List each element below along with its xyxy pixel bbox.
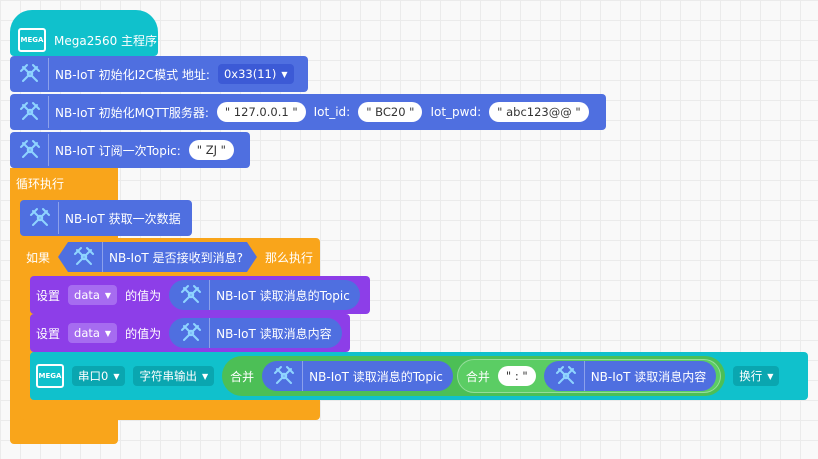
iot-pwd-label: Iot_pwd: bbox=[430, 105, 482, 119]
chevron-down-icon: ▼ bbox=[104, 290, 112, 300]
variable-dropdown[interactable]: data ▼ bbox=[68, 323, 118, 343]
chevron-down-icon: ▼ bbox=[281, 69, 288, 79]
mega-icon-text: MEGA bbox=[38, 372, 62, 380]
nbiot-init-mqtt-block[interactable]: NB-IoT 初始化MQTT服务器: " 127.0.0.1 " Iot_id:… bbox=[10, 94, 606, 130]
text-join-inner[interactable]: 合并 " : " NB-IoT 读取消息内容 bbox=[456, 359, 722, 393]
loop-label: 循环执行 bbox=[16, 176, 65, 191]
mqtt-server-input[interactable]: " 127.0.0.1 " bbox=[216, 102, 306, 122]
newline-dropdown[interactable]: 换行 ▼ bbox=[733, 366, 780, 386]
read-topic-label: NB-IoT 读取消息的Topic bbox=[216, 288, 350, 303]
newline-value: 换行 bbox=[739, 369, 763, 383]
text-join-outer[interactable]: 合并 NB-IoT 读取消息的Topic 合并 " : " NB-IoT 读取消… bbox=[222, 356, 726, 396]
read-topic-reporter[interactable]: NB-IoT 读取消息的Topic bbox=[169, 280, 360, 310]
variable-name: data bbox=[74, 288, 100, 302]
serial-port-dropdown[interactable]: 串口0 ▼ bbox=[72, 366, 126, 386]
iot-id-input[interactable]: " BC20 " bbox=[358, 102, 423, 122]
output-mode-dropdown[interactable]: 字符串输出 ▼ bbox=[133, 366, 215, 386]
read-content-label: NB-IoT 读取消息内容 bbox=[590, 369, 707, 384]
mega-icon-text: MEGA bbox=[20, 36, 44, 44]
condition-reporter[interactable]: NB-IoT 是否接收到消息? bbox=[58, 242, 257, 272]
nbiot-icon bbox=[28, 206, 52, 230]
nbiot-fetch-block[interactable]: NB-IoT 获取一次数据 bbox=[20, 200, 192, 236]
mega-board-icon: MEGA bbox=[18, 28, 46, 52]
nbiot-icon bbox=[272, 364, 296, 388]
nbiot-icon bbox=[554, 364, 578, 388]
subscribe-label: NB-IoT 订阅一次Topic: bbox=[55, 143, 181, 158]
iot-pwd-input[interactable]: " abc123@@ " bbox=[489, 102, 589, 122]
nbiot-init-i2c-block[interactable]: NB-IoT 初始化I2C模式 地址: 0x33(11) ▼ bbox=[10, 56, 308, 92]
nbiot-icon bbox=[179, 321, 203, 345]
set-label: 设置 bbox=[36, 288, 61, 303]
read-topic-reporter[interactable]: NB-IoT 读取消息的Topic bbox=[262, 361, 453, 391]
nbiot-icon bbox=[179, 283, 203, 307]
separator-input[interactable]: " : " bbox=[497, 366, 536, 386]
fetch-label: NB-IoT 获取一次数据 bbox=[65, 211, 181, 226]
topic-input[interactable]: " ZJ " bbox=[188, 140, 234, 160]
condition-label: NB-IoT 是否接收到消息? bbox=[109, 250, 243, 265]
variable-name: data bbox=[74, 326, 100, 340]
main-hat-block[interactable]: MEGA Mega2560 主程序 bbox=[10, 10, 158, 56]
init-mqtt-label: NB-IoT 初始化MQTT服务器: bbox=[55, 105, 209, 120]
serial-print-block[interactable]: MEGA 串口0 ▼ 字符串输出 ▼ 合并 NB-IoT 读取消息的Topic … bbox=[30, 352, 808, 400]
nbiot-icon bbox=[18, 138, 42, 162]
variable-dropdown[interactable]: data ▼ bbox=[68, 285, 118, 305]
chevron-down-icon: ▼ bbox=[113, 371, 120, 381]
i2c-address-dropdown[interactable]: 0x33(11) ▼ bbox=[217, 64, 294, 84]
main-title: Mega2560 主程序 bbox=[54, 33, 158, 48]
nbiot-icon bbox=[18, 62, 42, 86]
output-mode-value: 字符串输出 bbox=[139, 369, 197, 383]
nbiot-subscribe-block[interactable]: NB-IoT 订阅一次Topic: " ZJ " bbox=[10, 132, 250, 168]
read-content-reporter[interactable]: NB-IoT 读取消息内容 bbox=[543, 361, 717, 391]
init-i2c-label: NB-IoT 初始化I2C模式 地址: bbox=[55, 67, 210, 82]
set-label: 设置 bbox=[36, 326, 61, 341]
then-label: 那么执行 bbox=[264, 250, 313, 265]
iot-id-label: Iot_id: bbox=[313, 105, 351, 119]
nbiot-icon bbox=[72, 245, 96, 269]
if-header: 如果 NB-IoT 是否接收到消息? 那么执行 bbox=[20, 238, 320, 276]
loop-header: 循环执行 bbox=[10, 168, 90, 198]
if-label: 如果 bbox=[26, 250, 51, 265]
value-label: 的值为 bbox=[125, 288, 162, 303]
i2c-address-value: 0x33(11) bbox=[223, 67, 277, 81]
chevron-down-icon: ▼ bbox=[201, 371, 209, 381]
chevron-down-icon: ▼ bbox=[104, 328, 112, 338]
nbiot-icon bbox=[18, 100, 42, 124]
join-label: 合并 bbox=[465, 369, 490, 384]
value-label: 的值为 bbox=[125, 326, 162, 341]
join-label: 合并 bbox=[230, 369, 255, 384]
read-content-reporter[interactable]: NB-IoT 读取消息内容 bbox=[169, 318, 342, 348]
read-topic-label: NB-IoT 读取消息的Topic bbox=[309, 369, 443, 384]
chevron-down-icon: ▼ bbox=[767, 371, 774, 381]
set-data-topic-block[interactable]: 设置 data ▼ 的值为 NB-IoT 读取消息的Topic bbox=[30, 276, 370, 314]
mega-board-icon: MEGA bbox=[36, 364, 64, 388]
read-content-label: NB-IoT 读取消息内容 bbox=[216, 326, 332, 341]
serial-port-value: 串口0 bbox=[78, 369, 109, 383]
set-data-content-block[interactable]: 设置 data ▼ 的值为 NB-IoT 读取消息内容 bbox=[30, 314, 350, 352]
